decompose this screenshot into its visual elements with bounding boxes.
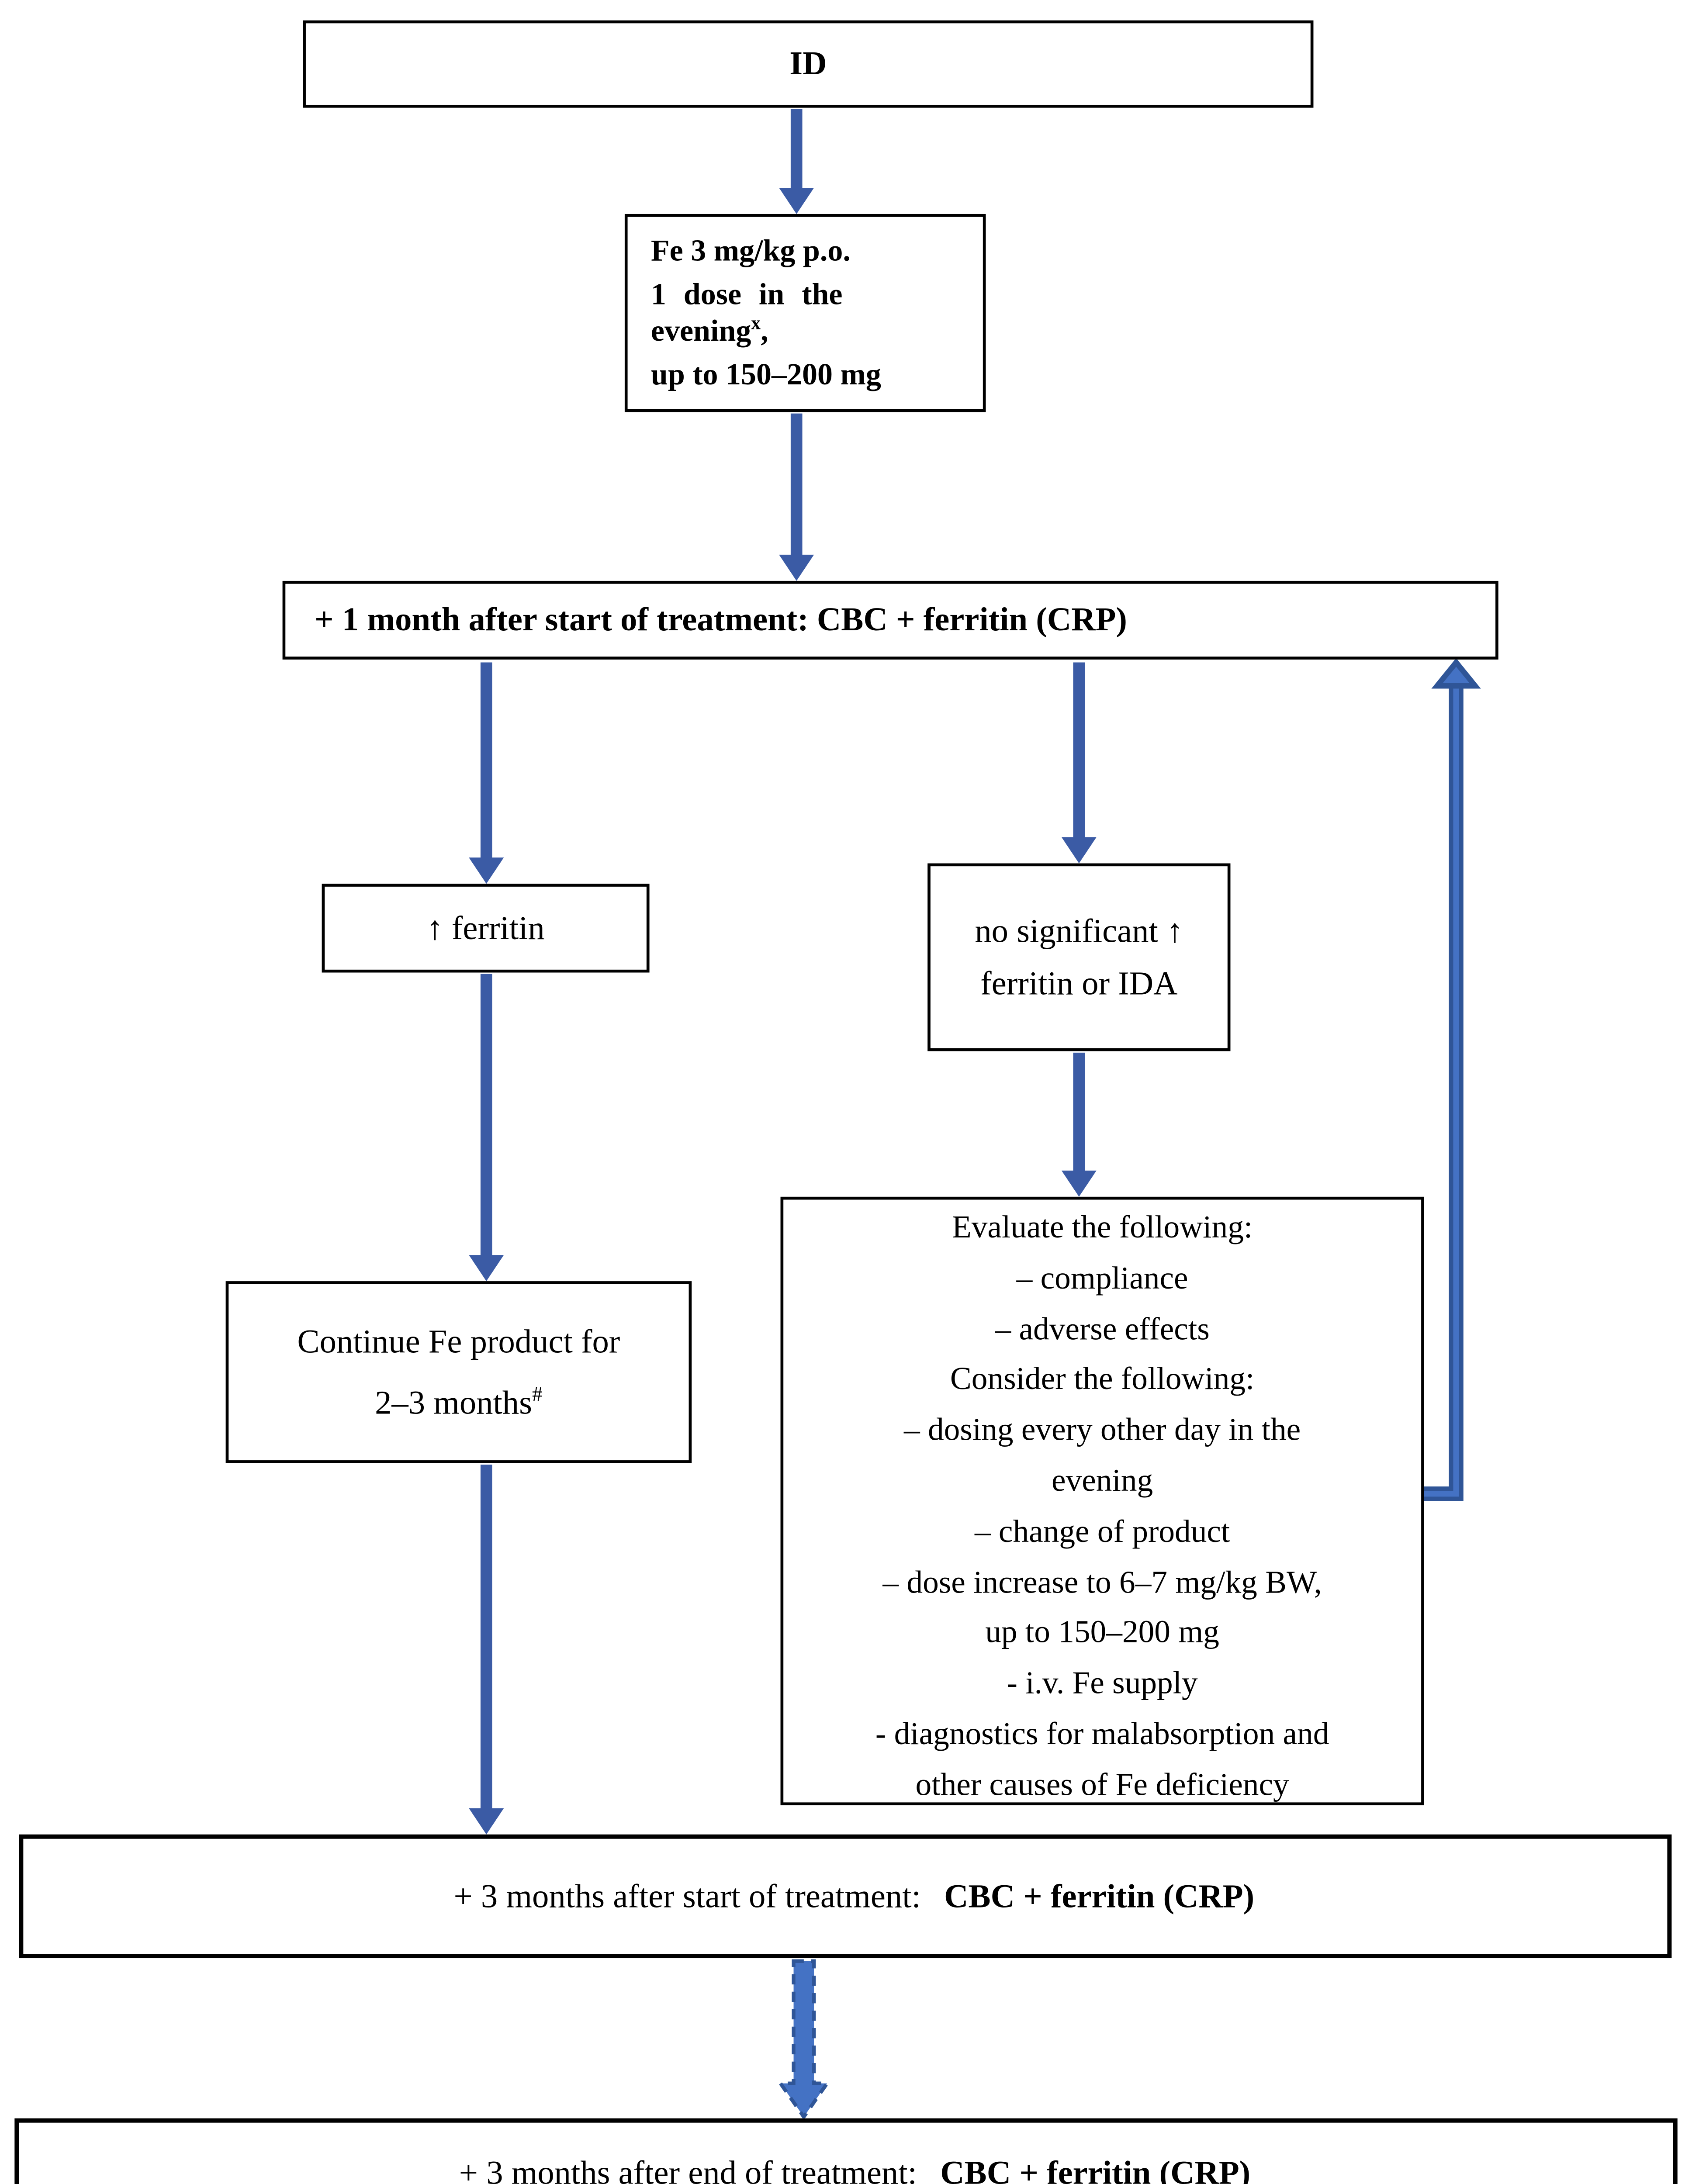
three-months-end-prefix: + 3 months after end of treatment:	[459, 2154, 917, 2184]
dashed-arrow-start-to-end-review	[777, 1959, 831, 2120]
dose-box: Fe 3 mg/kg p.o. 1 dose in the eveningx, …	[624, 214, 986, 412]
three-months-start-review-box: + 3 months after start of treatment: CBC…	[19, 1834, 1672, 1959]
arrow-one-month-to-no-increase	[1061, 662, 1097, 864]
dose-line3: up to 150–200 mg	[651, 356, 881, 392]
dose-line2-text: 1 dose in the evening	[651, 276, 843, 348]
three-months-start-result: CBC + ferritin (CRP)	[944, 1877, 1255, 1914]
arrow-dose-to-one-month	[779, 413, 814, 581]
feedback-arrowhead-core	[1443, 667, 1470, 683]
solid-arrows	[469, 109, 1097, 1835]
ferritin-increase-box: ↑ ferritin	[322, 884, 650, 973]
id-label: ID	[789, 45, 827, 82]
one-month-review-box: + 1 month after start of treatment: CBC …	[282, 581, 1498, 660]
three-months-end-result: CBC + ferritin (CRP)	[940, 2154, 1251, 2184]
arrow-id-to-dose	[779, 109, 814, 214]
three-months-start-prefix: + 3 months after start of treatment:	[453, 1877, 921, 1914]
continue-line2: 2–3 months#	[375, 1372, 543, 1432]
evaluate-consider-box: Evaluate the following: – compliance – a…	[780, 1196, 1424, 1806]
dose-line1: Fe 3 mg/kg p.o.	[651, 233, 851, 268]
no-ferritin-increase-box: no significant ↑ ferritin or IDA	[927, 863, 1231, 1051]
arrow-no-increase-to-evaluate	[1061, 1052, 1097, 1197]
arrow-continue-to-start-review	[469, 1465, 504, 1835]
feedback-arrow-evaluate-to-one-month	[1424, 658, 1481, 1501]
dose-line2-superscript: x	[751, 311, 761, 334]
continue-line2-text: 2–3 months	[375, 1384, 532, 1420]
dose-line2-tail: ,	[761, 313, 768, 348]
three-months-end-review-box: + 3 months after end of treatment: CBC +…	[14, 2118, 1678, 2184]
id-box: ID	[303, 20, 1314, 108]
feedback-arrow-outline	[1424, 684, 1464, 1501]
one-month-review-label: + 1 month after start of treatment: CBC …	[314, 601, 1127, 638]
dose-line2: 1 dose in the eveningx,	[651, 276, 969, 349]
arrow-ferritin-to-continue	[469, 974, 504, 1282]
feedback-arrow-core	[1424, 687, 1459, 1497]
continue-line2-superscript: #	[532, 1382, 543, 1406]
arrow-one-month-to-ferritin	[469, 662, 504, 884]
continue-treatment-box: Continue Fe product for 2–3 months#	[225, 1281, 692, 1463]
ferritin-increase-label: ↑ ferritin	[426, 909, 545, 946]
continue-line1: Continue Fe product for	[297, 1324, 620, 1360]
